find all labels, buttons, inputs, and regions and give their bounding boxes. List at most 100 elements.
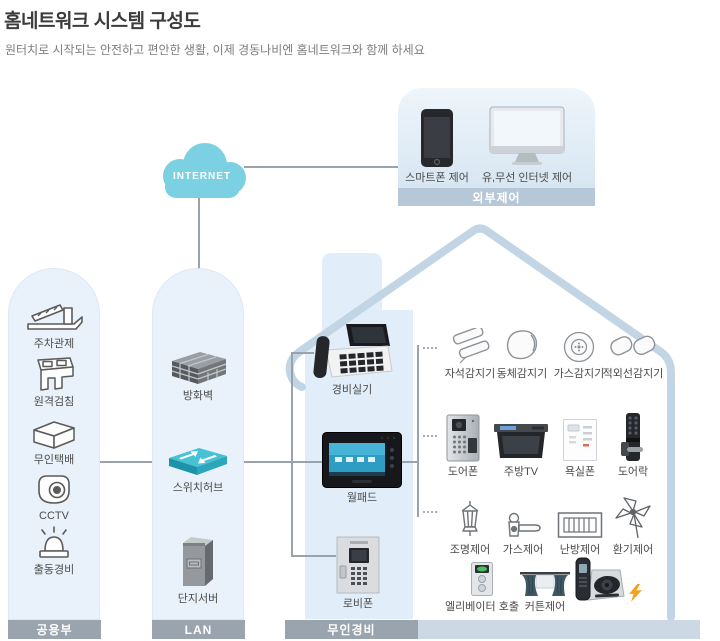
connector-switch-wallpad <box>232 461 324 463</box>
device-door-lock: 도어락 <box>588 412 678 478</box>
public-item-cctv: CCTV <box>9 472 99 522</box>
lan-item-label: 방화벽 <box>182 390 214 402</box>
infrared-sensor-icon <box>609 326 657 364</box>
device-label: 가스제어 <box>502 544 544 556</box>
switch-hub-icon <box>164 444 232 478</box>
device-bathroom-phone: 욕실폰 <box>535 412 625 478</box>
connector-wallpad-devices <box>402 461 418 463</box>
device-label: 적외선감지기 <box>602 368 664 380</box>
cordless-phone-icon <box>568 556 626 606</box>
device-label: 커튼제어 <box>524 601 566 613</box>
external-item-internet-pc: 유,무선 인터넷 제어 <box>482 104 572 184</box>
device-infrared-sensor: 적외선감지기 <box>588 326 678 380</box>
page-subtitle: 원터치로 시작되는 안전하고 편안한 생활, 이제 경동나비엔 홈네트워크와 함… <box>5 43 425 57</box>
public-item-parking: 주차관제 <box>9 296 99 350</box>
lan-item-label: 스위치허브 <box>172 482 224 494</box>
dotted-stub-row3 <box>423 511 437 513</box>
gas-control-icon <box>503 498 543 540</box>
connector-bracket-lobbyphone <box>293 555 336 557</box>
lobby-phone-icon <box>336 536 380 594</box>
security-item-wallpad: 월패드 <box>322 432 402 504</box>
security-bar-extension <box>418 620 700 639</box>
connector-device-trunk <box>417 345 419 517</box>
internet-cloud <box>163 143 246 198</box>
public-item-label: 무인택배 <box>33 454 75 466</box>
device-gas-control: 가스제어 <box>478 498 568 556</box>
device-kitchen-tv: 주방TV <box>476 412 566 478</box>
security-title-bar: 무인경비 <box>285 620 418 639</box>
heating-control-icon <box>557 498 603 540</box>
device-label: 도어락 <box>617 466 649 478</box>
door-lock-icon <box>619 412 647 462</box>
parcel-box-icon <box>30 418 78 450</box>
connector-cloud-external <box>244 166 398 168</box>
device-label: 난방제어 <box>559 544 601 556</box>
device-label: 자석감지기 <box>444 368 496 380</box>
security-backbone-label: 로비폰 <box>342 598 374 610</box>
public-title-bar: 공용부 <box>8 620 101 639</box>
security-item-guard-phone: 경비실기 <box>307 322 397 396</box>
server-tower-icon <box>175 533 221 589</box>
remote-meter-icon <box>32 354 76 392</box>
door-phone-icon <box>445 412 481 462</box>
device-heating-control: 난방제어 <box>535 498 625 556</box>
elevator-call-icon <box>470 561 494 597</box>
device-curtain-control: 커튼제어 <box>500 561 590 613</box>
device-door-phone: 도어폰 <box>418 412 508 478</box>
device-magnet-sensor: 자석감지기 <box>425 326 515 380</box>
connector-bracket-guardphone <box>293 352 314 354</box>
device-label: 동체감지기 <box>496 368 548 380</box>
page-title: 홈네트워크 시스템 구성도 <box>4 11 201 32</box>
smartphone-icon <box>420 106 454 168</box>
device-ventilation-control: 환기제어 <box>588 494 678 556</box>
device-label: 가스감지기 <box>553 368 605 380</box>
cctv-dome-icon <box>32 472 76 506</box>
external-item-label: 유,무선 인터넷 제어 <box>481 172 573 184</box>
siren-icon <box>34 524 74 560</box>
device-label: 주방TV <box>503 466 539 478</box>
external-item-smartphone: 스마트폰 제어 <box>392 106 482 184</box>
firewall-icon <box>160 350 236 386</box>
connector-public-switch <box>100 461 168 463</box>
device-label: 엘리베이터 호출 <box>445 601 519 613</box>
gas-sensor-icon <box>562 326 596 364</box>
device-elevator-call: 엘리베이터 호출 <box>434 561 530 613</box>
security-item-lobby-phone: 로비폰 <box>313 536 403 610</box>
kitchen-tv-icon <box>492 412 550 462</box>
public-item-metering: 원격검침 <box>9 354 99 408</box>
magnet-sensor-icon <box>447 326 493 364</box>
device-motion-sensor: 동체감지기 <box>477 326 567 380</box>
public-item-label: 출동경비 <box>33 564 75 576</box>
guard-room-phone-icon <box>310 322 394 380</box>
wallpad-icon <box>322 432 402 488</box>
parking-gate-icon <box>24 296 84 334</box>
device-label: 조명제어 <box>449 544 491 556</box>
lan-title-bar: LAN <box>152 620 245 639</box>
device-label: 도어폰 <box>447 466 479 478</box>
device-gas-sensor: 가스감지기 <box>534 326 624 380</box>
public-item-dispatch: 출동경비 <box>9 524 99 576</box>
device-cordless-phone <box>552 556 642 606</box>
device-label: 환기제어 <box>612 544 654 556</box>
public-item-label: 주차관제 <box>33 338 75 350</box>
lan-item-label: 단지서버 <box>177 593 219 605</box>
external-control-title-bar: 외부제어 <box>398 188 595 206</box>
connector-backbone-bracket <box>291 352 293 557</box>
public-item-label: 원격검침 <box>33 396 75 408</box>
internet-label: INTERNET <box>173 171 231 182</box>
lan-item-firewall: 방화벽 <box>153 350 243 402</box>
security-backbone-label: 월패드 <box>346 492 378 504</box>
public-item-parcel: 무인택배 <box>9 418 99 466</box>
house-left-eave <box>285 347 306 391</box>
device-label: 욕실폰 <box>564 466 596 478</box>
lan-item-server: 단지서버 <box>153 533 243 605</box>
lan-item-switch-hub: 스위치허브 <box>153 444 243 494</box>
ventilation-control-icon <box>614 494 652 540</box>
house-roof <box>295 224 665 356</box>
dotted-stub-row1 <box>423 347 437 349</box>
motion-sensor-icon <box>504 326 540 364</box>
lightning-bolt-icon <box>628 584 643 607</box>
desktop-monitor-icon <box>489 104 565 168</box>
light-control-icon <box>456 498 484 540</box>
